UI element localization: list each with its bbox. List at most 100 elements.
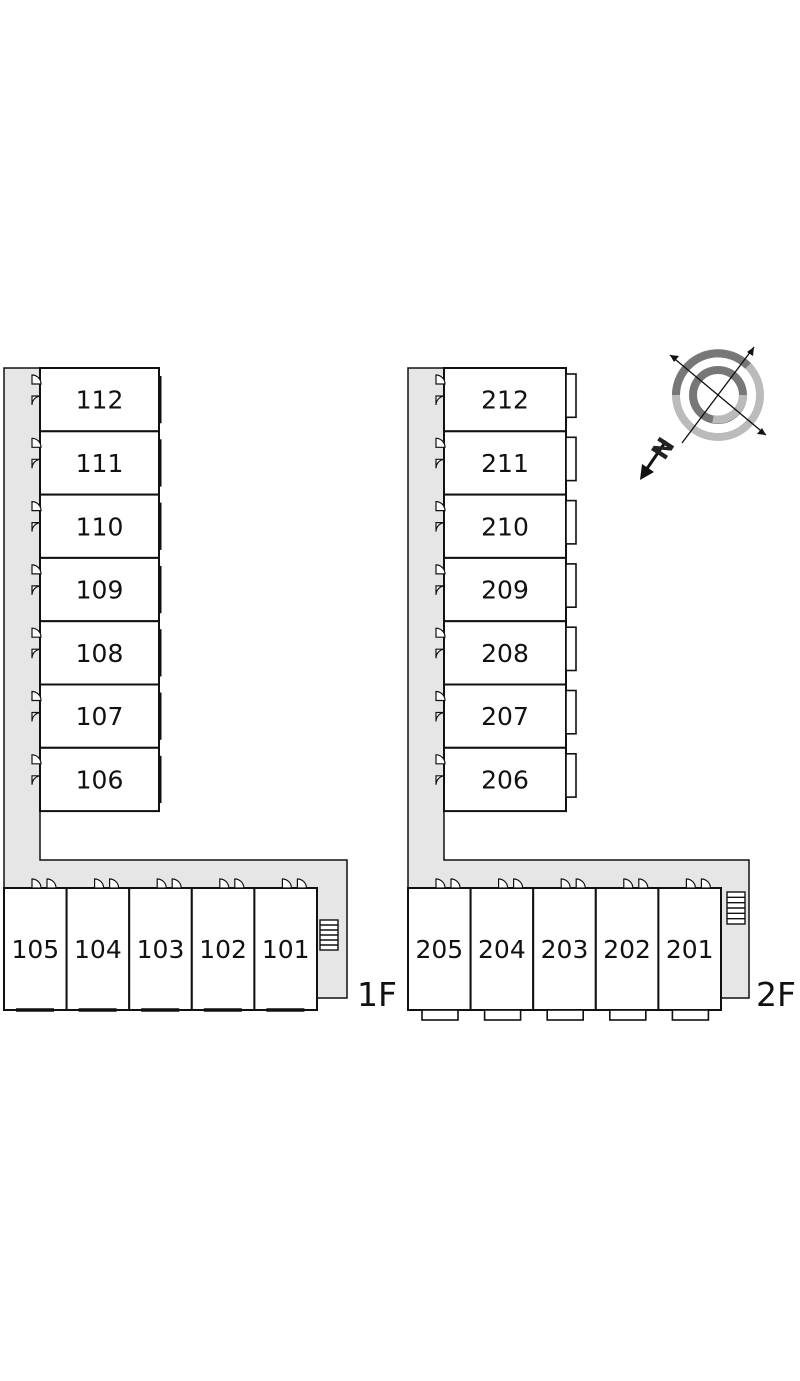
unit-212: 212 [435,367,577,433]
unit-room [443,620,567,686]
door-icon [31,648,42,659]
door-icon [31,711,42,722]
unit-label: 104 [74,935,122,964]
door-icon [498,878,509,889]
unit-label: 105 [11,935,59,964]
compass-arrowhead [747,347,754,356]
balcony [421,1009,459,1021]
door-swing [435,374,446,385]
door-swing [31,775,42,785]
floor-label: 2F [756,975,796,1014]
door-swing [435,627,446,638]
door-swing [219,878,230,889]
door-icon [156,878,167,889]
balcony [608,1009,647,1021]
unit-108: 108 [31,620,162,686]
unit-label: 101 [262,935,310,964]
door-icon [31,878,42,889]
balcony [565,499,577,545]
door-icon [435,775,446,785]
door-swing [513,878,524,889]
door-icon [435,754,446,765]
door-swing [435,648,446,659]
unit-205: 205 [407,878,472,1021]
unit-107: 107 [31,683,162,749]
door-swing [435,437,446,448]
door-swing [31,627,42,638]
stairs-icon [319,919,339,951]
door-swing [498,878,509,889]
door-icon [31,690,42,702]
door-swing [31,648,42,659]
door-swing [156,878,167,889]
door-swing [31,437,42,448]
unit-label: 110 [76,512,124,541]
unit-label: 108 [76,639,124,668]
unit-label: 106 [76,765,124,794]
unit-109: 109 [31,556,162,623]
door-icon [435,437,446,448]
unit-207: 207 [435,683,577,749]
unit-label: 204 [478,935,526,964]
unit-104: 104 [65,878,131,1012]
unit-room [657,887,723,1011]
door-swing [435,754,446,765]
door-icon [638,878,649,889]
door-icon [435,690,446,702]
unit-label: 205 [415,935,463,964]
unit-label: 202 [603,935,651,964]
unit-102: 102 [190,878,256,1012]
door-swing [435,458,446,469]
door-icon [435,458,446,469]
door-icon [435,374,446,385]
door-swing [575,878,586,889]
unit-210: 210 [435,493,577,559]
door-swing [31,374,42,385]
door-icon [281,878,293,889]
door-swing [435,878,446,889]
door-swing [435,500,446,512]
unit-label: 109 [76,576,124,605]
door-icon [435,564,446,575]
door-swing [31,564,42,575]
unit-room [39,683,160,749]
unit-label: 103 [137,935,185,964]
unit-206: 206 [435,746,577,813]
door-swing [560,878,571,889]
door-swing [46,878,57,889]
compass-ring-inner-light [712,394,747,424]
compass-axis [681,346,755,444]
balcony [565,689,577,735]
unit-label: 208 [481,639,529,668]
unit-room [469,887,535,1011]
balcony [565,563,577,609]
unit-105: 105 [3,878,68,1012]
unit-label: 206 [481,765,529,794]
door-icon [109,878,120,889]
balcony [565,626,577,672]
balcony [671,1009,710,1021]
balcony [483,1009,522,1021]
door-swing [234,878,245,889]
unit-label: 111 [76,449,124,478]
door-swing [31,458,42,469]
door-icon [435,627,446,638]
door-icon [435,500,446,512]
unit-label: 209 [481,576,529,605]
unit-label: 211 [481,449,529,478]
door-icon [94,878,105,889]
door-swing [31,395,42,406]
unit-room [39,430,160,496]
door-icon [435,878,446,889]
unit-label: 212 [481,386,529,415]
unit-label: 107 [76,702,124,731]
door-icon [435,585,446,595]
unit-room [443,746,567,813]
door-swing [31,754,42,765]
door-icon [31,522,42,532]
door-swing [700,878,712,889]
unit-211: 211 [435,430,577,496]
compass-arrowhead [757,428,766,435]
